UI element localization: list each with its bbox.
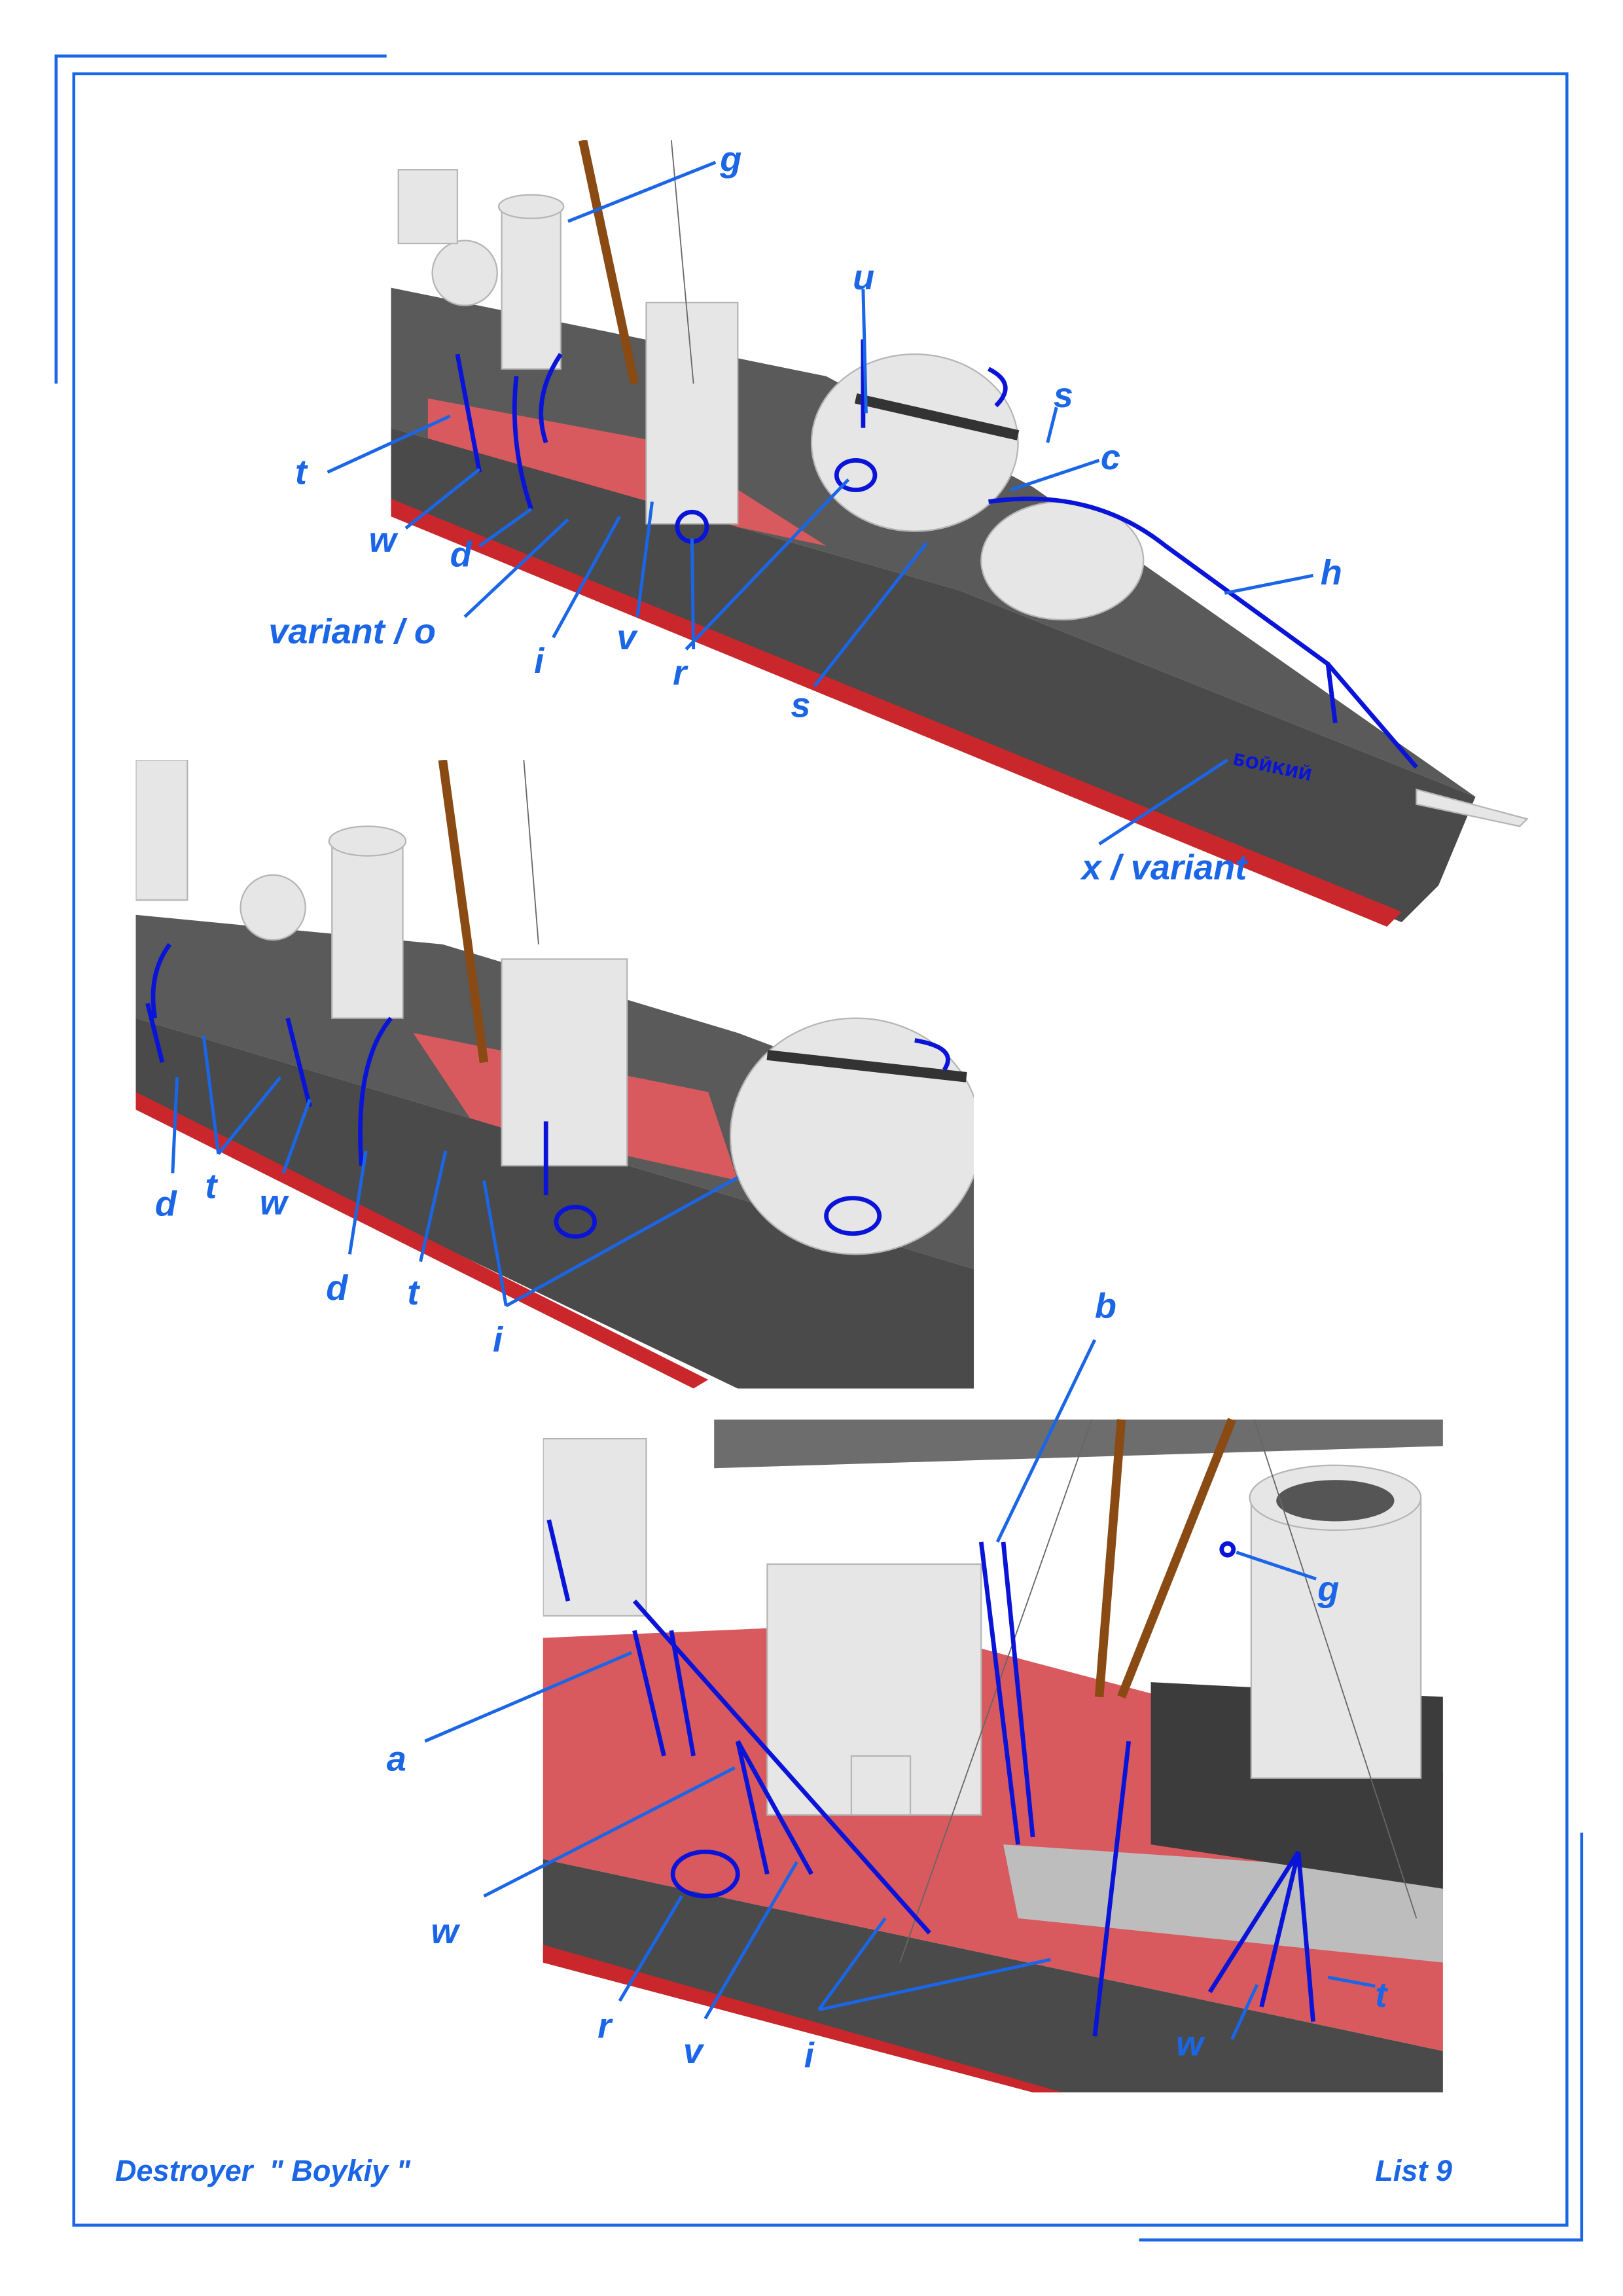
part-labels-middle: d t w d t i <box>155 1167 503 1359</box>
label-t: t <box>295 452 308 492</box>
label-variant-o: variant / o <box>268 612 436 651</box>
label-d: d <box>450 535 473 575</box>
label-v: v <box>683 2032 705 2071</box>
label-s-lower: s <box>791 686 810 725</box>
label-u: u <box>853 258 874 297</box>
label-c: c <box>1101 438 1120 477</box>
label-s: s <box>1054 376 1073 415</box>
render-middle-view: d t w d t i <box>135 760 974 1389</box>
label-h: h <box>1321 553 1342 592</box>
label-x-variant: x / variant <box>1080 848 1249 888</box>
render-bottom-view: b g a w r v i t w <box>387 1286 1443 2092</box>
footer-sheet-number: List 9 <box>1375 2154 1452 2187</box>
label-g: g <box>719 140 741 179</box>
part-labels-bottom: b g a w r v i t w <box>387 1286 1389 2075</box>
label-w: w <box>431 1912 460 1951</box>
leader-lines-bottom <box>424 1339 1376 2040</box>
footer-title: Destroyer " Boykiy " <box>115 2154 411 2187</box>
label-r: r <box>597 2006 613 2045</box>
label-w: w <box>369 520 399 560</box>
label-g: g <box>1317 1570 1339 1609</box>
leader-lines-top <box>327 160 1314 846</box>
render-top-bow-view: БОЙКИЙ g u s c h t w d varia <box>268 140 1529 927</box>
page-frame <box>54 54 1584 2242</box>
label-d: d <box>155 1185 177 1224</box>
label-i: i <box>493 1320 503 1359</box>
label-t: t <box>1375 1975 1388 2015</box>
label-b: b <box>1095 1286 1116 1325</box>
label-d-2: d <box>326 1268 348 1308</box>
label-v: v <box>616 618 638 657</box>
label-a: a <box>387 1739 406 1778</box>
label-t: t <box>205 1167 218 1206</box>
leader-lines-middle <box>171 1035 739 1308</box>
label-i: i <box>804 2036 815 2075</box>
label-r: r <box>673 653 688 692</box>
label-w-2: w <box>1176 2024 1205 2064</box>
label-i: i <box>534 641 544 681</box>
part-labels-top: g u s c h t w d variant / o i v r s x / … <box>268 140 1342 888</box>
label-t-2: t <box>407 1273 420 1312</box>
label-w: w <box>260 1183 289 1222</box>
